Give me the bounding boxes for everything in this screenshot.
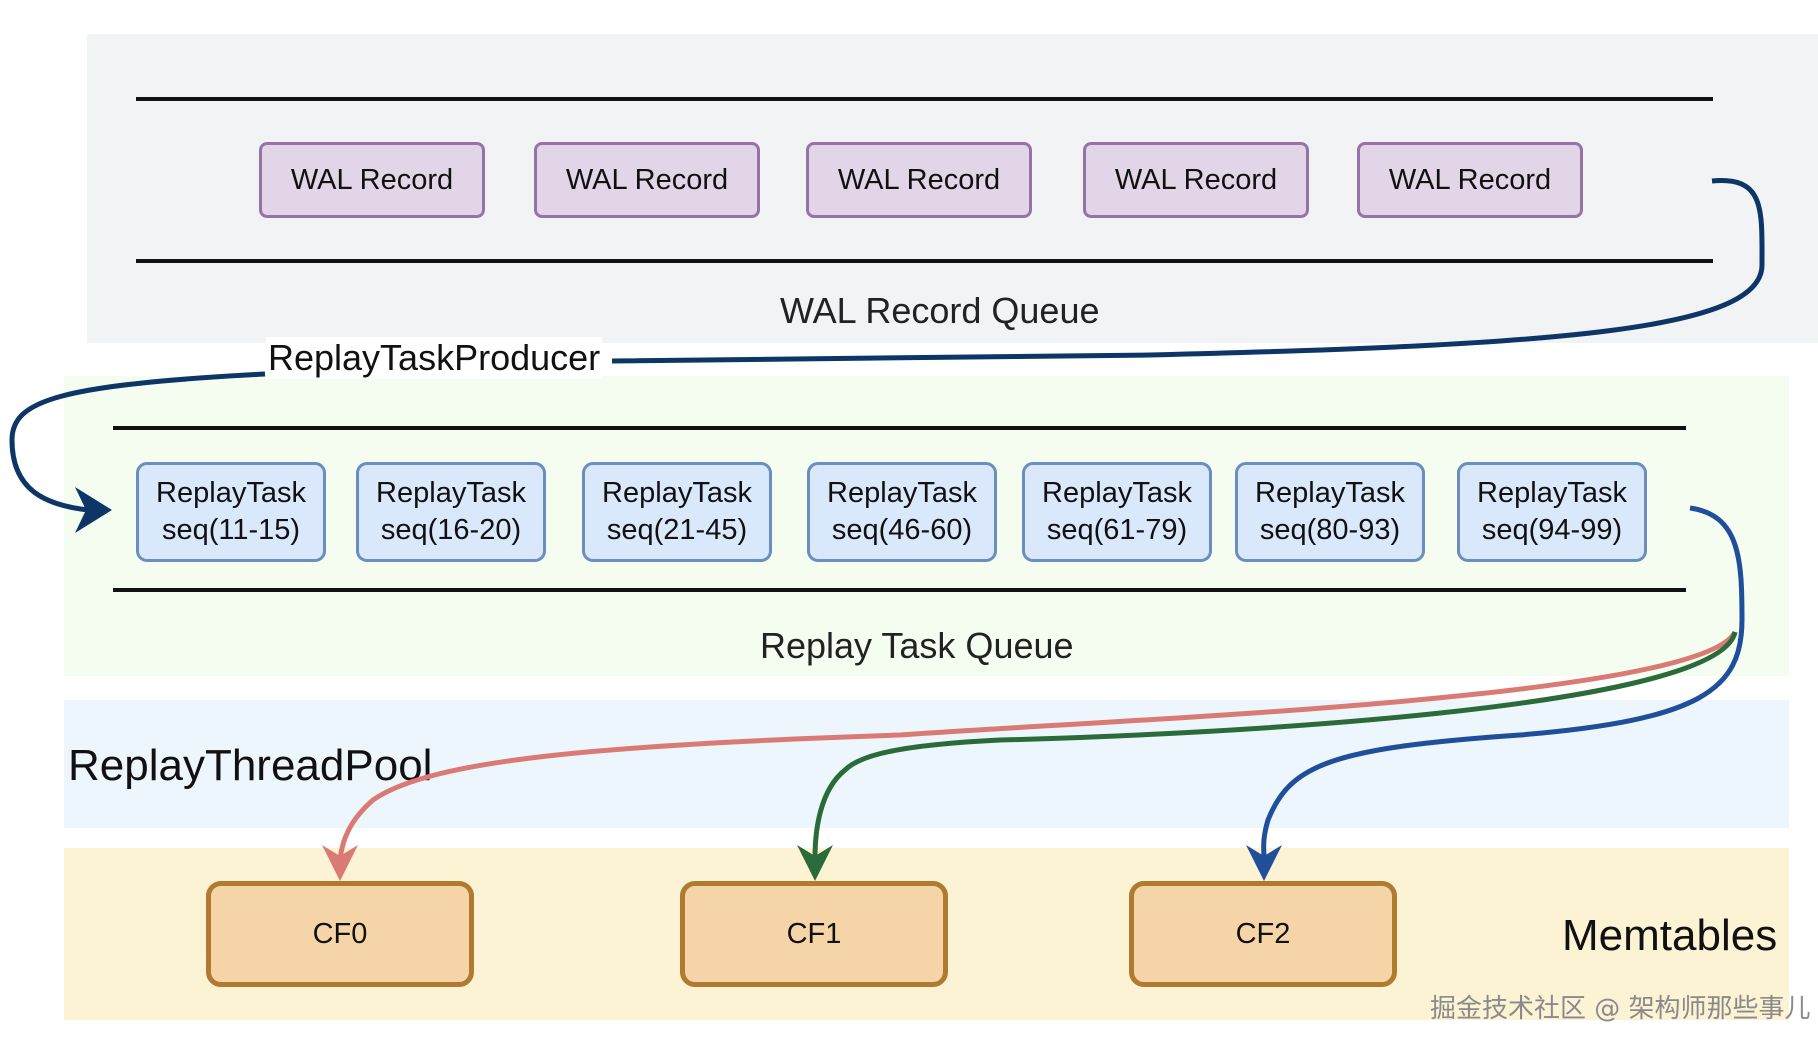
arrowhead-cf1 [797,845,833,881]
wal-record: WAL Record [1083,142,1309,218]
replay-task-seq: seq(94-99) [1481,514,1623,546]
replay-task-seq: seq(16-20) [380,514,522,546]
replay-task-name: ReplayTask [1255,477,1405,509]
producer-arrow [611,178,1765,364]
wal-record: WAL Record [534,142,760,218]
replay-task-name: ReplayTask [1477,477,1627,509]
replay-thread-pool-label: ReplayThreadPool [68,741,433,790]
replay-task-seq: seq(80-93) [1259,514,1401,546]
wal-record: WAL Record [1357,142,1583,218]
replay-task-seq: seq(46-60) [831,514,973,546]
replay-task: ReplayTask seq(80-93) [1235,462,1425,562]
replay-task: ReplayTask seq(16-20) [356,462,546,562]
replay-task: ReplayTask seq(94-99) [1457,462,1647,562]
replay-task: ReplayTask seq(61-79) [1022,462,1212,562]
replay-task-name: ReplayTask [376,477,526,509]
replay-task: ReplayTask seq(21-45) [582,462,772,562]
cf-box: CF1 [680,881,948,987]
arrow-to-cf0 [337,630,1738,861]
replay-task-queue-label: Replay Task Queue [760,625,1074,666]
cf-box: CF0 [206,881,474,987]
arrowhead-cf0 [322,845,358,881]
producer-arrow-tail [9,371,266,513]
replay-task-seq: seq(61-79) [1046,514,1188,546]
arrow-to-cf2 [1261,505,1745,859]
arrowhead-cf2 [1246,845,1282,881]
watermark: 掘金技术社区 @ 架构师那些事儿 [1430,994,1811,1024]
task-queue-top-line [113,426,1686,430]
replay-task: ReplayTask seq(46-60) [807,462,997,562]
replay-task-seq: seq(21-45) [606,514,748,546]
replay-task: ReplayTask seq(11-15) [136,462,326,562]
replay-task-name: ReplayTask [1042,477,1192,509]
replay-task-producer-label: ReplayTaskProducer [266,337,603,379]
wal-queue-top-line [136,97,1713,101]
wal-record-queue-label: WAL Record Queue [780,290,1100,331]
task-queue-bottom-line [113,588,1686,592]
replay-task-seq: seq(11-15) [161,514,301,546]
wal-queue-bottom-line [136,259,1713,263]
replay-task-name: ReplayTask [156,477,306,509]
replay-task-name: ReplayTask [602,477,752,509]
wal-record: WAL Record [806,142,1032,218]
replay-thread-pool-band [64,700,1789,828]
replay-task-name: ReplayTask [827,477,977,509]
cf-box: CF2 [1129,881,1397,987]
producer-arrowhead [75,487,112,533]
arrow-to-cf1 [812,631,1738,859]
memtables-label: Memtables [1562,911,1778,960]
wal-record: WAL Record [259,142,485,218]
